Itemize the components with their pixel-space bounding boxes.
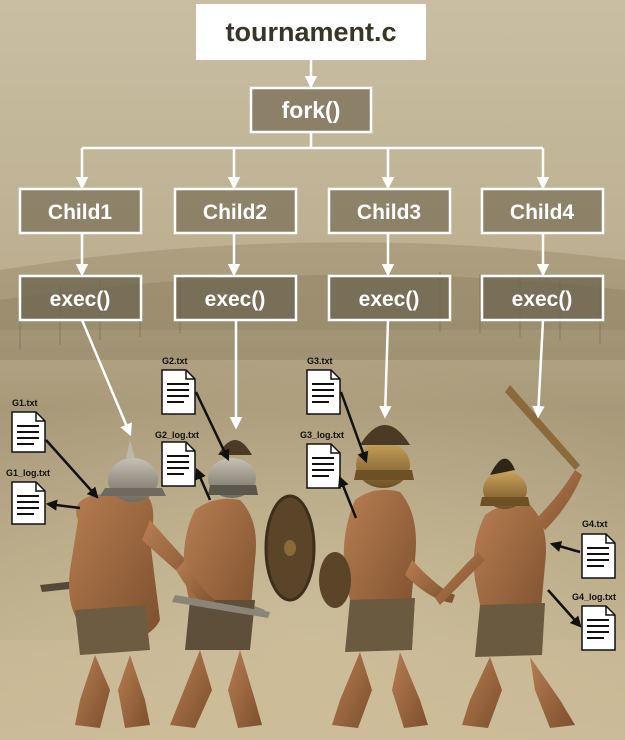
- exec-box-3: exec(): [327, 274, 452, 322]
- exec-box-4-label: exec(): [512, 288, 573, 311]
- file-g1-label: G1.txt: [12, 398, 38, 408]
- file-g1: G1.txt: [11, 398, 46, 453]
- file-g4-log-label: G4_log.txt: [572, 592, 616, 602]
- fork-box: fork(): [249, 86, 373, 134]
- document-icon: [161, 441, 196, 487]
- child-box-3-label: Child3: [357, 201, 421, 224]
- gladiator-2: [170, 440, 316, 728]
- file-g4: G4.txt: [581, 519, 616, 579]
- arrow-g2-read: [194, 391, 230, 462]
- document-icon: [11, 481, 46, 525]
- arrow-g2-log-write: [195, 467, 212, 501]
- file-g4-label: G4.txt: [582, 519, 608, 529]
- file-g4-log: G4_log.txt: [572, 592, 616, 651]
- exec-box-2-label: exec(): [205, 288, 266, 311]
- file-g3-log: G3_log.txt: [300, 430, 344, 489]
- child-box-1-label: Child1: [48, 201, 112, 224]
- document-icon: [11, 411, 46, 453]
- document-icon: [581, 533, 616, 579]
- arrow-g4-read: [549, 541, 581, 554]
- arrow-g3-read: [339, 391, 369, 464]
- file-g3-log-label: G3_log.txt: [300, 430, 344, 440]
- document-icon: [581, 605, 616, 651]
- document-icon: [161, 369, 196, 415]
- child-box-4-label: Child4: [510, 201, 574, 224]
- gladiator-3: [319, 425, 455, 728]
- child-box-4: Child4: [480, 187, 605, 235]
- file-g2-log-label: G2_log.txt: [155, 430, 199, 440]
- connector-lines: [75, 59, 550, 437]
- arrow-g4-log-write: [547, 589, 582, 628]
- file-g3: G3.txt: [306, 356, 341, 415]
- exec-box-4: exec(): [480, 274, 605, 322]
- child-box-2: Child2: [173, 187, 298, 235]
- file-g2: G2.txt: [161, 356, 196, 415]
- child-box-1: Child1: [18, 187, 143, 235]
- child-box-2-label: Child2: [203, 201, 267, 224]
- connector-exec3-to-gladiator3: [379, 319, 392, 419]
- file-arrows: [45, 391, 582, 628]
- root-box: tournament.c: [196, 4, 426, 60]
- file-g2-log: G2_log.txt: [155, 430, 199, 487]
- fork-box-label: fork(): [282, 97, 341, 123]
- file-g3-label: G3.txt: [307, 356, 333, 366]
- exec-box-2: exec(): [173, 274, 298, 322]
- file-g1-log: G1_log.txt: [6, 468, 50, 525]
- document-icon: [306, 443, 341, 489]
- file-g2-label: G2.txt: [162, 356, 188, 366]
- arrow-g1-read: [45, 439, 99, 499]
- child-box-3: Child3: [327, 187, 452, 235]
- document-icon: [306, 369, 341, 415]
- gladiator-4: [435, 385, 582, 728]
- exec-box-1: exec(): [18, 274, 143, 322]
- connector-exec1-to-gladiator1: [80, 319, 132, 437]
- arrow-g3-log-write: [338, 475, 358, 519]
- exec-box-1-label: exec(): [50, 288, 111, 311]
- exec-box-3-label: exec(): [359, 288, 420, 311]
- root-box-label: tournament.c: [225, 17, 396, 47]
- file-g1-log-label: G1_log.txt: [6, 468, 50, 478]
- connector-exec4-to-gladiator4: [532, 319, 545, 419]
- arrow-g1-log-write: [45, 499, 81, 511]
